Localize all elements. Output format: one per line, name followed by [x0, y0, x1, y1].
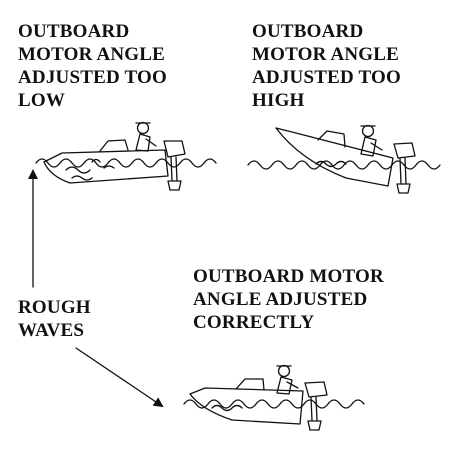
boat-driver	[360, 124, 383, 157]
label-correctly-adjusted: OUTBOARD MOTOR ANGLE ADJUSTED CORRECTLY	[193, 265, 384, 334]
boat-too-low-illustration	[35, 121, 217, 191]
label-line: WAVES	[18, 320, 85, 341]
windshield	[235, 378, 265, 391]
boat-driver	[135, 121, 157, 152]
boat-too-high-illustration	[247, 124, 441, 194]
wave-line	[247, 160, 441, 170]
windshield	[99, 139, 129, 152]
outboard-motor	[163, 140, 186, 191]
label-line: ANGLE ADJUSTED	[193, 289, 368, 310]
boat-driver	[276, 364, 299, 395]
wave-line	[183, 399, 365, 409]
label-rough-waves: ROUGH WAVES	[18, 296, 91, 342]
label-line: OUTBOARD	[252, 21, 364, 42]
label-line: MOTOR ANGLE	[18, 44, 166, 65]
label-line: CORRECTLY	[193, 312, 315, 333]
label-line: OUTBOARD MOTOR	[193, 266, 384, 287]
outboard-motor	[393, 142, 416, 194]
label-line: ADJUSTED TOO	[18, 67, 167, 88]
label-too-high: OUTBOARD MOTOR ANGLE ADJUSTED TOO HIGH	[252, 20, 401, 112]
outboard-motor	[304, 381, 328, 431]
label-line: MOTOR ANGLE	[252, 44, 400, 65]
boat-hull	[43, 149, 169, 184]
boat-hull	[189, 387, 304, 425]
label-line: HIGH	[252, 90, 305, 111]
label-line: ADJUSTED TOO	[252, 67, 401, 88]
boat-correct-illustration	[183, 364, 365, 431]
label-line: LOW	[18, 90, 66, 111]
hull-spray	[65, 158, 115, 181]
windshield	[317, 130, 346, 148]
wave-line	[35, 158, 217, 168]
hull-spray	[315, 160, 347, 168]
hull-spray	[211, 404, 243, 412]
label-too-low: OUTBOARD MOTOR ANGLE ADJUSTED TOO LOW	[18, 20, 167, 112]
label-line: OUTBOARD	[18, 21, 130, 42]
boat-hull	[275, 127, 394, 187]
label-line: ROUGH	[18, 297, 91, 318]
arrow-to-waves-bottom	[75, 347, 164, 408]
